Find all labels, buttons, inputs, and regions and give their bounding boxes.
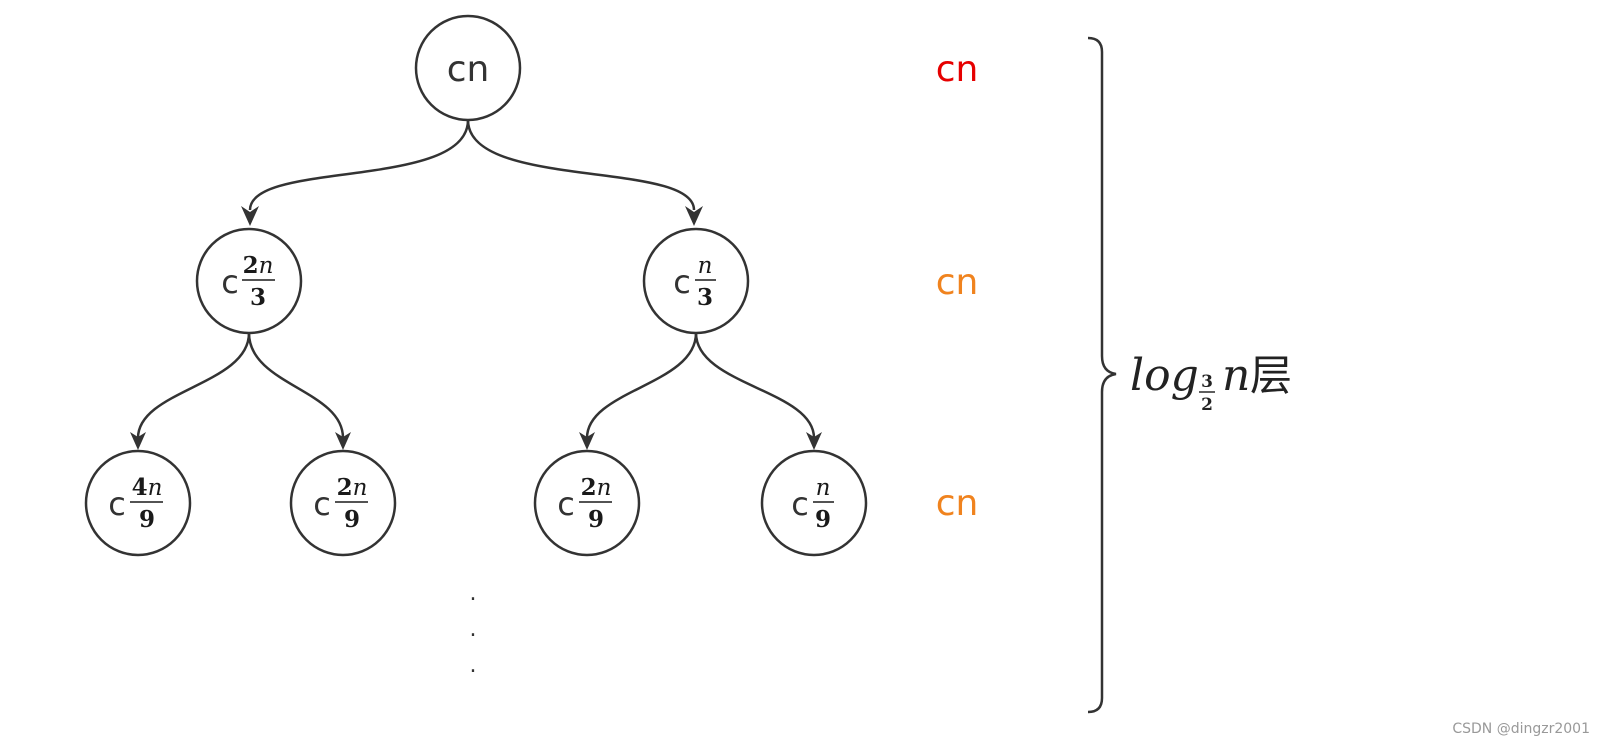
node-circle	[84, 449, 192, 557]
arrowhead-l1b-l2d	[806, 432, 822, 450]
level-cost-labels: cn cn cn	[936, 49, 979, 524]
tree-node-level1-left: c 2n 3	[195, 227, 303, 335]
fraction-numerator: 2n	[581, 474, 612, 501]
edge-l1a-l2b	[247, 332, 345, 439]
level-cost-level1: cn	[936, 262, 979, 303]
level-cost-root: cn	[936, 49, 979, 90]
node-circle	[760, 449, 868, 557]
edge-l1b-l2d	[694, 332, 816, 439]
fraction-denominator: 9	[815, 506, 831, 533]
fraction-denominator: 9	[139, 506, 155, 533]
fraction-numerator: 2n	[337, 474, 368, 501]
node-prefix: c	[791, 485, 809, 523]
depth-suffix: 层	[1250, 351, 1292, 400]
depth-label: log 3 2 n 层	[1130, 350, 1292, 415]
tree-node-level2-a: c 4n 9	[84, 449, 192, 557]
node-label: cn	[447, 49, 490, 90]
arrowhead-l1a-l2a	[130, 432, 146, 450]
node-circle	[414, 14, 522, 122]
fraction-denominator: 3	[250, 284, 266, 311]
tree-node-level2-d: c n 9	[760, 449, 868, 557]
node-circle	[289, 449, 397, 557]
depth-log: log	[1130, 350, 1199, 401]
fraction-numerator: 2n	[243, 252, 274, 279]
tree-node-level2-c: c 2n 9	[533, 449, 641, 557]
fraction-denominator: 3	[697, 284, 713, 311]
edge-l1b-l2c	[585, 332, 698, 439]
ellipsis-dot: .	[470, 653, 477, 678]
node-prefix: c	[221, 263, 239, 301]
depth-arg: n	[1222, 350, 1250, 401]
fraction-denominator: 9	[588, 506, 604, 533]
depth-base-numerator: 3	[1201, 372, 1213, 392]
node-circle	[533, 449, 641, 557]
ellipsis-dot: .	[470, 617, 477, 642]
node-circle	[195, 227, 303, 335]
edge-root-right	[466, 119, 696, 211]
tree-node-level1-right: c n 3	[642, 227, 750, 335]
right-brace	[1087, 36, 1117, 714]
watermark: CSDN @dingzr2001	[1452, 721, 1590, 737]
arrowhead-l1b-l2c	[579, 432, 595, 450]
fraction-numerator: n	[698, 253, 713, 279]
ellipsis-dot: .	[470, 581, 477, 606]
fraction-numerator: 4n	[132, 474, 163, 501]
edge-root-left	[248, 119, 470, 211]
tree-node-root: cn	[414, 14, 522, 122]
level-cost-level2: cn	[936, 483, 979, 524]
node-prefix: c	[108, 485, 126, 523]
node-circle	[642, 227, 750, 335]
fraction-numerator: n	[816, 475, 831, 501]
arrowhead-l1a-l2b	[335, 432, 351, 450]
fraction-denominator: 9	[344, 506, 360, 533]
vertical-ellipsis: . . .	[470, 581, 477, 678]
depth-base-denominator: 2	[1201, 395, 1213, 415]
tree-edges	[130, 119, 822, 450]
tree-node-level2-b: c 2n 9	[289, 449, 397, 557]
node-prefix: c	[557, 485, 575, 523]
node-prefix: c	[673, 263, 691, 301]
arrowhead-root-right	[685, 206, 703, 226]
node-prefix: c	[313, 485, 331, 523]
arrowhead-root-left	[241, 206, 259, 226]
edge-l1a-l2a	[136, 332, 251, 439]
